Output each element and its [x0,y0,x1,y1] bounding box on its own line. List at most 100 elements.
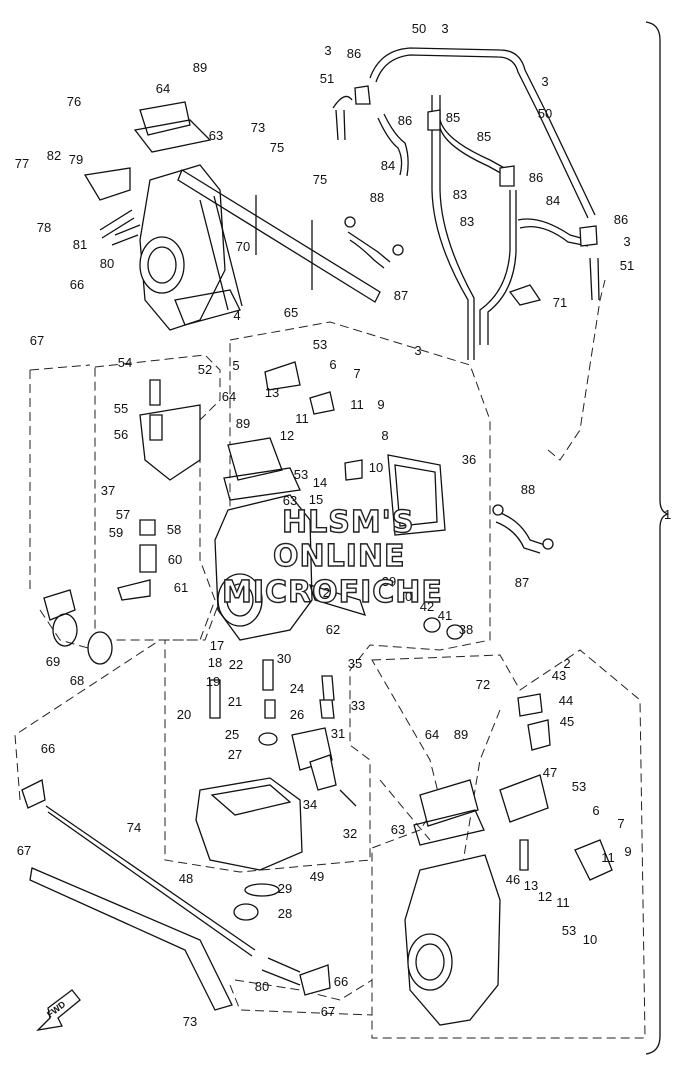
callout-label: 66 [334,974,348,989]
callout-label: 59 [109,525,123,540]
callout-label: 82 [47,148,61,163]
callout-label: 11 [601,850,615,865]
callout-label: 24 [290,681,304,696]
callout-label: 79 [69,152,83,167]
callout-label: 46 [506,872,520,887]
callout-label: 15 [309,492,323,507]
callout-label: 66 [41,741,55,756]
callout-label: 41 [438,608,452,623]
callout-label: 85 [477,129,491,144]
callout-label: 13 [265,385,279,400]
callout-label: 13 [524,878,538,893]
callout-label: 11 [350,397,364,412]
callout-label: 61 [174,580,188,595]
callout-label: 63 [283,493,297,508]
callout-label: 86 [529,170,543,185]
callout-label: 66 [70,277,84,292]
callout-label: 31 [331,726,345,741]
callout-label: 11 [295,411,309,426]
callout-label: 83 [460,214,474,229]
callout-label: 34 [303,797,317,812]
vent-hoses [332,47,600,360]
callout-label: 51 [320,71,334,86]
float-bowl [195,777,303,921]
callout-label: 3 [441,21,448,36]
callout-label: 87 [515,575,529,590]
callout-label: 85 [446,110,460,125]
callout-label: 22 [229,657,243,672]
callout-label: 7 [353,366,360,381]
callout-label: 17 [210,638,224,653]
callout-label: 11 [556,895,570,910]
callout-label: 12 [538,889,552,904]
callout-label: 14 [313,475,327,490]
callout-label: 60 [168,552,182,567]
callout-label: 73 [183,1014,197,1029]
callout-label: 25 [225,727,239,742]
watermark-line-1: HLSM'S [282,505,414,540]
callout-label: 67 [321,1004,335,1019]
callout-label: 53 [562,923,576,938]
callout-label: 64 [425,727,439,742]
callout-label: 35 [348,656,362,671]
callout-label: 26 [290,707,304,722]
callout-label: 87 [394,288,408,303]
callout-label: 75 [313,172,327,187]
callout-label: 9 [377,397,384,412]
callout-label: 3 [541,74,548,89]
callout-label: 51 [620,258,634,273]
callout-label: 53 [572,779,586,794]
callout-label: 65 [284,305,298,320]
lower-carburetor [404,774,613,1026]
watermark-line-3: MICROFICHE [222,575,443,610]
callout-label: 86 [614,212,628,227]
callout-label: 10 [369,460,383,475]
callout-label: 84 [381,158,395,173]
callout-label: 50 [538,106,552,121]
hose-87-assembly [344,216,554,554]
callout-label: 10 [583,932,597,947]
callout-label: 20 [177,707,191,722]
callout-label: 6 [592,803,599,818]
callout-label: 42 [420,599,434,614]
callout-label: 44 [559,693,573,708]
callout-label: 43 [552,668,566,683]
callout-label: 74 [127,820,141,835]
callout-label: 54 [118,355,132,370]
callout-label: 49 [310,869,324,884]
watermark: HLSM'S ONLINE MICROFICHE [221,504,443,610]
callout-label: 84 [546,193,560,208]
callout-label: 73 [251,120,265,135]
callout-label: 86 [347,46,361,61]
callout-label: 50 [412,21,426,36]
callout-label: 64 [156,81,170,96]
callout-label: 63 [209,128,223,143]
callout-label: 68 [70,673,84,688]
callout-label: 19 [206,674,220,689]
callout-label: 80 [100,256,114,271]
callout-label: 86 [398,113,412,128]
callout-label: 30 [277,651,291,666]
callout-label: 81 [73,237,87,252]
callout-label: 88 [521,482,535,497]
group-label: 1 [664,507,671,522]
callout-label: 47 [543,765,557,780]
callout-label: 72 [476,677,490,692]
assembly-outlines [14,279,646,1039]
callout-label: 58 [167,522,181,537]
fwd-arrow: FWD [36,989,81,1031]
callout-label: 45 [560,714,574,729]
callout-label: 55 [114,401,128,416]
callout-label: 18 [208,655,222,670]
callout-label: 28 [278,906,292,921]
callout-label: 80 [255,979,269,994]
callout-label: 27 [228,747,242,762]
callout-label: 56 [114,427,128,442]
callout-label: 71 [553,295,567,310]
callout-label: 39 [382,574,396,589]
watermark-line-2: ONLINE [273,539,406,574]
callout-label: 64 [222,389,236,404]
callout-label: 3 [324,43,331,58]
